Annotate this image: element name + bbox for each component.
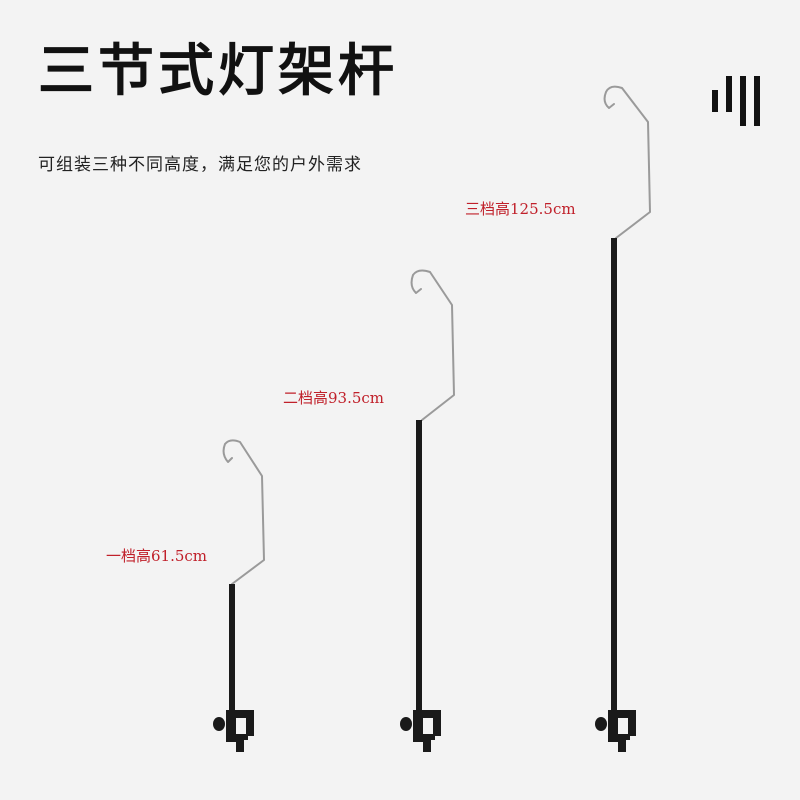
pole	[611, 238, 617, 712]
hook-wire	[410, 269, 455, 421]
pole	[229, 584, 235, 712]
clamp-bottom-knob	[618, 738, 626, 752]
clamp-top	[608, 710, 636, 718]
pole	[416, 420, 422, 712]
clamp-top	[226, 710, 254, 718]
height-label-level-2: 二档高93.5cm	[283, 389, 385, 407]
tension-knob	[213, 717, 225, 731]
clamp-bottom-knob	[236, 738, 244, 752]
clamp-top	[413, 710, 441, 718]
brand-logo-icon	[712, 76, 760, 126]
page-subtitle: 可组装三种不同高度，满足您的户外需求	[38, 155, 362, 175]
clamp-body	[226, 716, 236, 742]
height-label-level-3: 三档高125.5cm	[465, 200, 576, 218]
lamp-stand-tall	[595, 85, 651, 752]
clamp-jaw	[628, 712, 636, 736]
hook-wire	[603, 85, 651, 239]
lamp-stand-short	[213, 439, 265, 752]
clamp-jaw	[433, 712, 441, 736]
clamp-jaw	[246, 712, 254, 736]
lamp-stand-medium	[400, 269, 455, 752]
tension-knob	[595, 717, 607, 731]
tension-knob	[400, 717, 412, 731]
page-title: 三节式灯架杆	[38, 39, 398, 104]
clamp-screw	[421, 734, 435, 740]
hook-wire	[222, 439, 265, 585]
clamp-screw	[616, 734, 630, 740]
height-label-level-1: 一档高61.5cm	[106, 547, 208, 565]
clamp-body	[413, 716, 423, 742]
clamp-body	[608, 716, 618, 742]
clamp-bottom-knob	[423, 738, 431, 752]
clamp-screw	[234, 734, 248, 740]
